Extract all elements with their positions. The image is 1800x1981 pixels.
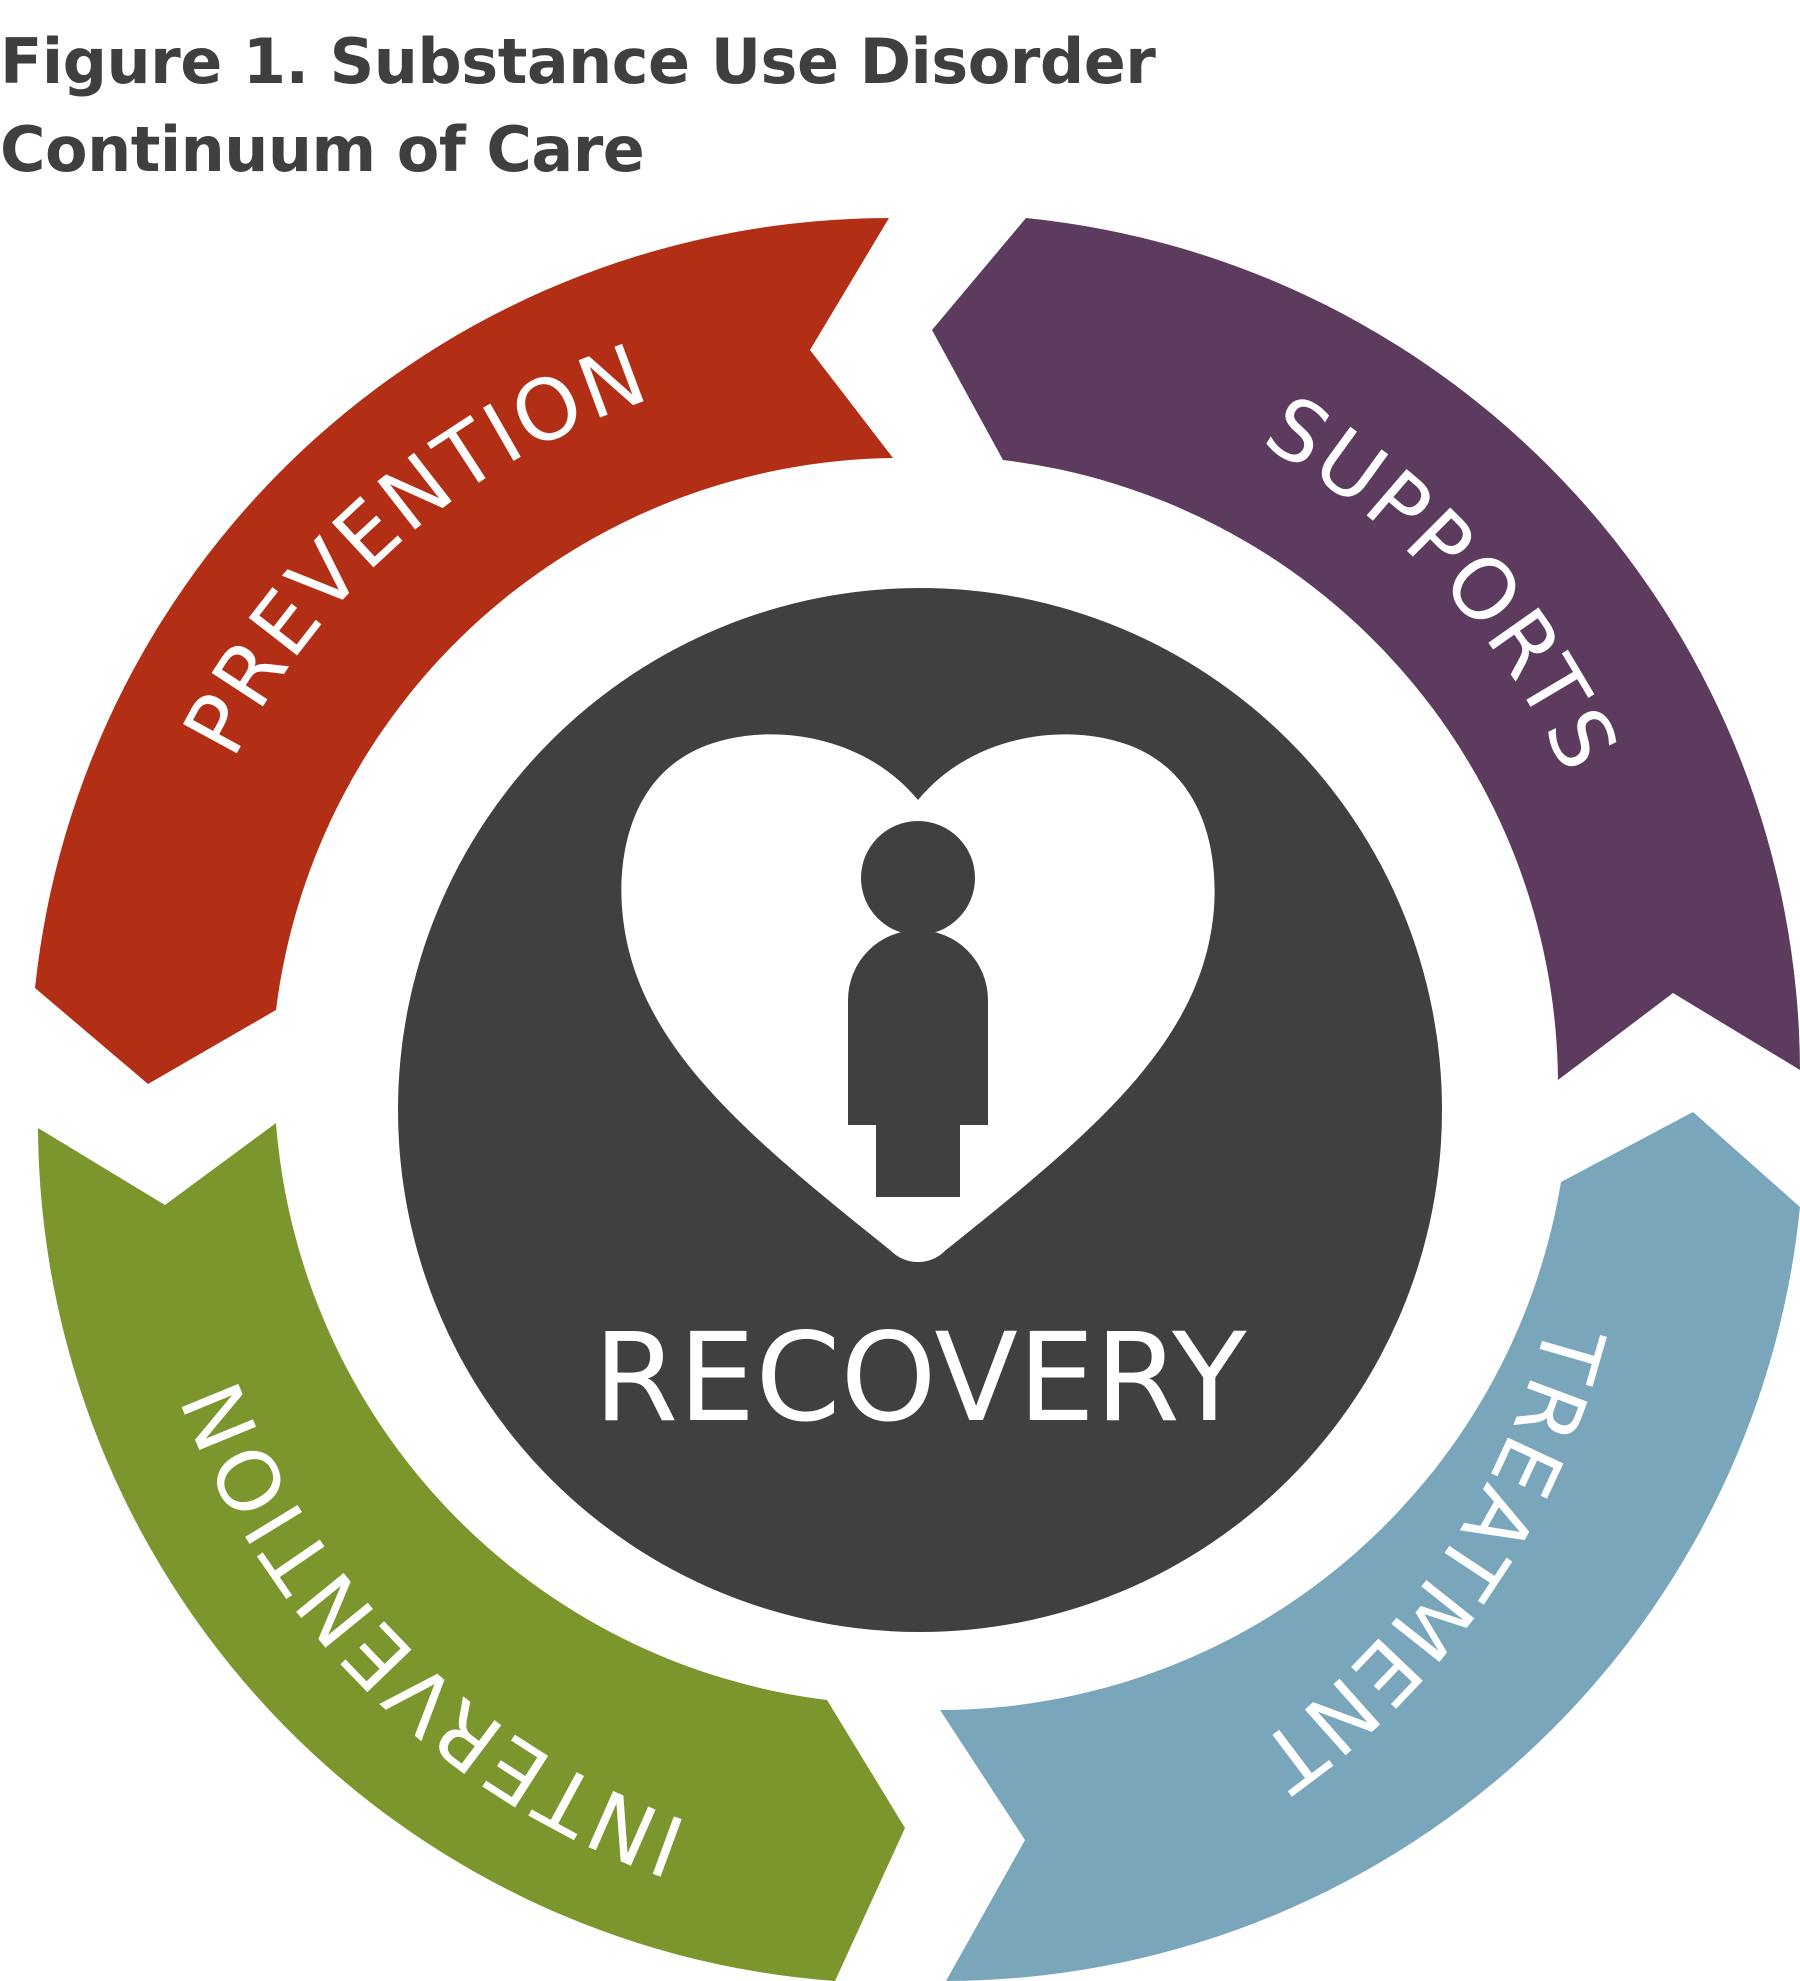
figure-title-line-2: Continuum of Care: [0, 113, 645, 186]
person-icon: [848, 821, 988, 1197]
figure-title: Figure 1. Substance Use Disorder Continu…: [0, 18, 1780, 194]
figure-title-line-1: Figure 1. Substance Use Disorder: [0, 25, 1156, 98]
supports-segment: [932, 218, 1800, 1080]
prevention-segment: [35, 218, 893, 1084]
treatment-segment: [940, 1112, 1800, 1981]
heart-with-person-icon: [621, 734, 1215, 1262]
intervention-segment: [38, 1123, 905, 1981]
recovery-label: RECOVERY: [594, 1307, 1247, 1449]
